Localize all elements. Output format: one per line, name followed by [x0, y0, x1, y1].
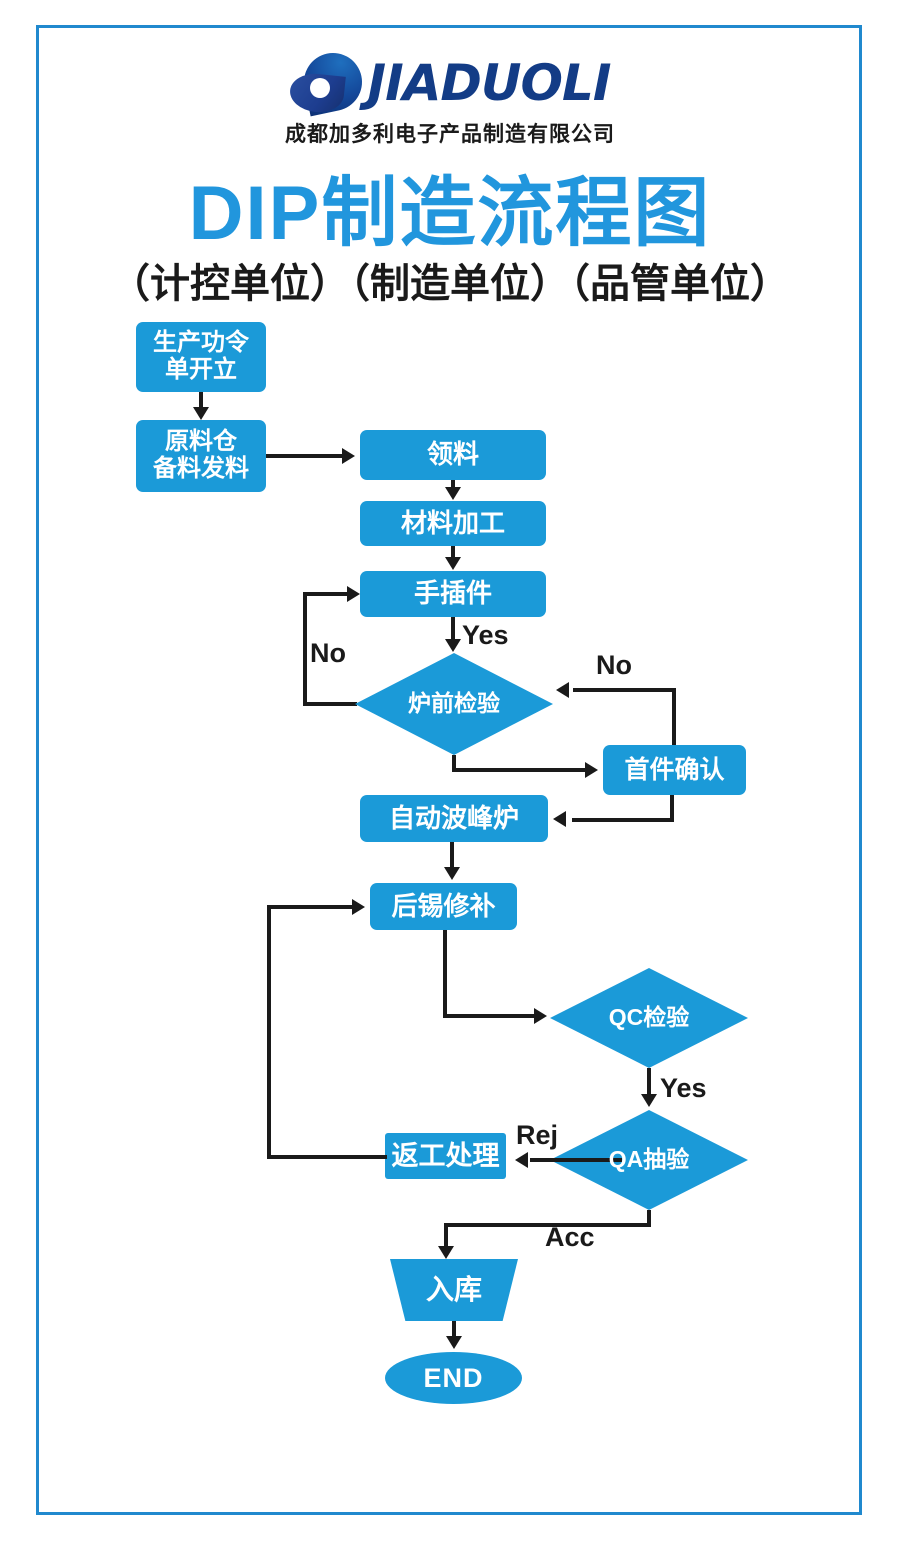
edge-firstarticle-to-wave-horizontal	[572, 818, 674, 822]
node-material-processing[interactable]: 材料加工	[360, 501, 546, 546]
node-material-warehouse-line2: 备料发料	[153, 455, 249, 482]
node-qc-inspection-label: QC检验	[608, 1004, 690, 1031]
node-qa-sampling-label: QA抽验	[608, 1146, 690, 1173]
edge-rework-loop-top	[267, 905, 354, 909]
edge-qc-to-qa-arrow	[641, 1094, 657, 1107]
edge-preoven-to-firstarticle-horizontal	[452, 768, 587, 772]
node-production-order-line2: 单开立	[165, 356, 237, 383]
poster-border-frame	[36, 25, 862, 1515]
edge-label-no-rework-loop: No	[310, 638, 346, 668]
edge-processing-to-insertion-line	[451, 546, 455, 558]
page-subtitle: （计控单位）（制造单位）（品管单位）	[110, 262, 790, 306]
node-material-warehouse-line1: 原料仓	[165, 428, 237, 456]
node-end[interactable]: END	[385, 1352, 522, 1404]
edge-no-firstarticle-arrow	[556, 682, 569, 698]
edge-label-acc: Acc	[545, 1222, 595, 1252]
node-pre-oven-inspection-label: 炉前检验	[408, 690, 500, 717]
edge-stock-to-end-arrow	[446, 1336, 462, 1349]
edge-order-to-warehouse-arrow	[193, 407, 209, 420]
edge-preoven-to-firstarticle-arrow	[585, 762, 598, 778]
edge-label-yes-preoven: Yes	[462, 620, 509, 650]
edge-rej-to-rework-arrow	[515, 1152, 528, 1168]
edge-insertion-to-preoven-arrow	[445, 639, 461, 652]
node-production-order-line1: 生产功令	[153, 329, 249, 357]
node-material-warehouse[interactable]: 原料仓 备料发料	[136, 420, 266, 492]
logo-wordmark: JIADUOLI	[367, 54, 612, 112]
edge-acc-horizontal	[444, 1223, 649, 1227]
edge-picking-to-processing-line	[451, 480, 455, 489]
edge-preoven-to-firstarticle-vertical	[452, 755, 456, 770]
node-pre-oven-inspection[interactable]: 炉前检验	[355, 653, 553, 755]
edge-warehouse-to-picking-line	[266, 454, 344, 458]
edge-warehouse-to-picking-arrow	[342, 448, 355, 464]
jiaduoli-logo-icon	[287, 47, 367, 117]
node-qc-inspection[interactable]: QC检验	[550, 968, 748, 1068]
node-wave-solder[interactable]: 自动波峰炉	[360, 795, 548, 842]
edge-touchup-to-qc-horizontal	[443, 1014, 537, 1018]
node-post-solder-touchup[interactable]: 后锡修补	[370, 883, 517, 930]
node-production-order[interactable]: 生产功令 单开立	[136, 322, 266, 392]
edge-acc-vertical-left	[444, 1223, 448, 1249]
node-rework[interactable]: 返工处理	[385, 1133, 506, 1179]
edge-rework-loop-vertical	[267, 905, 271, 1159]
edge-firstarticle-to-wave-vertical	[670, 795, 674, 822]
company-name: 成都加多利电子产品制造有限公司	[285, 123, 615, 146]
edge-qc-to-qa-line	[647, 1068, 651, 1096]
edge-label-yes-qc-to-qa: Yes	[660, 1073, 707, 1103]
edge-rework-loop-bottom	[267, 1155, 387, 1159]
edge-touchup-to-qc-arrow	[534, 1008, 547, 1024]
edge-no-loop-arrow	[347, 586, 360, 602]
edge-processing-to-insertion-arrow	[445, 557, 461, 570]
edge-touchup-to-qc-vertical	[443, 930, 447, 1018]
edge-picking-to-processing-arrow	[445, 487, 461, 500]
edge-no-loop-bottom	[303, 702, 357, 706]
edge-insertion-to-preoven-line	[451, 617, 455, 641]
edge-label-rej: Rej	[516, 1120, 559, 1150]
company-logo-block: JIADUOLI 成都加多利电子产品制造有限公司	[0, 47, 900, 148]
edge-acc-arrow	[438, 1246, 454, 1259]
edge-stock-to-end-line	[452, 1321, 456, 1339]
edge-acc-vertical-right	[647, 1210, 651, 1227]
edge-no-loop-top	[303, 592, 349, 596]
edge-firstarticle-to-wave-arrow	[553, 811, 566, 827]
edge-no-loop-vertical	[303, 592, 307, 706]
edge-no-firstarticle-vertical	[672, 688, 676, 745]
node-picking[interactable]: 领料	[360, 430, 546, 480]
edge-rej-to-rework-line	[530, 1158, 622, 1162]
edge-order-to-warehouse-line	[199, 392, 203, 410]
node-warehouse-in[interactable]: 入库	[390, 1259, 518, 1321]
edge-wave-to-touchup-arrow	[444, 867, 460, 880]
page-title: DIP制造流程图	[188, 171, 712, 256]
edge-no-firstarticle-horizontal	[573, 688, 676, 692]
edge-wave-to-touchup-line	[450, 842, 454, 869]
node-first-article-confirm[interactable]: 首件确认	[603, 745, 746, 795]
node-warehouse-in-label: 入库	[425, 1274, 482, 1306]
node-manual-insertion[interactable]: 手插件	[360, 571, 546, 617]
edge-rework-loop-arrow	[352, 899, 365, 915]
edge-label-no-first-article: No	[596, 650, 632, 680]
